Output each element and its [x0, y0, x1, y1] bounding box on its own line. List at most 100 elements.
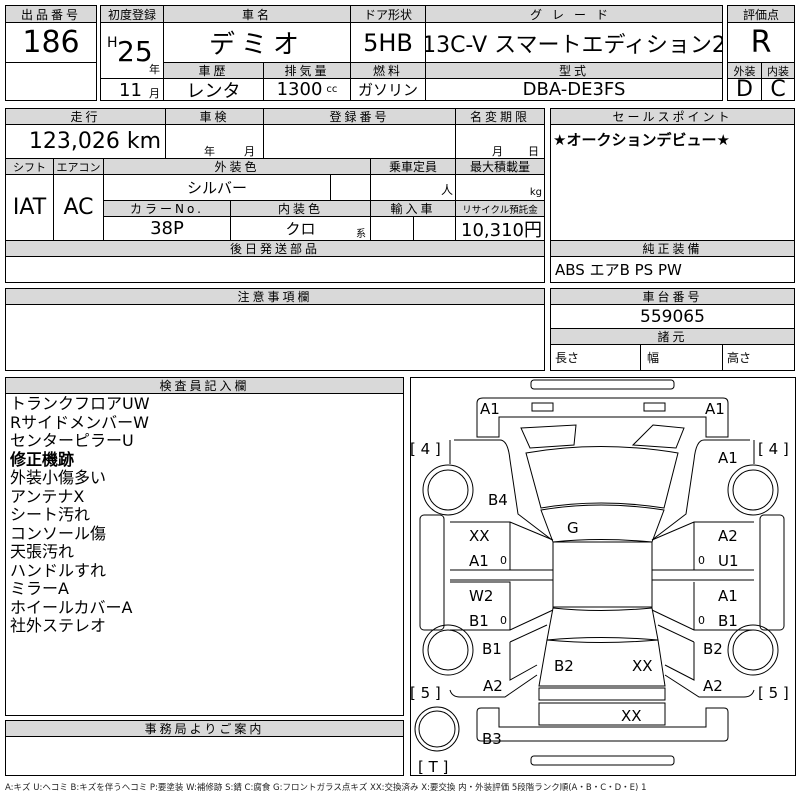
mark: 0	[500, 554, 507, 567]
reg-no	[263, 124, 456, 159]
rear-bumper	[476, 707, 729, 742]
sales-point-label: セールスポイント	[550, 108, 795, 125]
year-unit: 年	[149, 63, 160, 76]
shift: IAT	[5, 174, 54, 241]
int-score-label: 内装	[761, 62, 795, 79]
color-no-label: カラーNo.	[103, 200, 231, 217]
mark: B4	[488, 491, 508, 509]
rear-bumper-bar	[530, 755, 675, 766]
mark: 0	[698, 614, 705, 627]
mark: B2	[703, 640, 723, 658]
ac-label: エアコン	[53, 158, 104, 175]
max-load-label: 最大積載量	[455, 158, 545, 175]
ext-score: D	[727, 78, 762, 101]
lot-blank	[5, 62, 97, 101]
list-item: 天張汚れ	[10, 542, 75, 561]
front-lights	[520, 424, 685, 449]
office-label: 事務局よりご案内	[5, 720, 404, 737]
list-item: コンソール傷	[10, 523, 107, 543]
damage-diagram-frame	[410, 377, 796, 776]
height: 高さ	[722, 344, 795, 371]
mark: A1	[718, 587, 738, 605]
mark: U1	[718, 552, 739, 570]
rear-glass	[546, 607, 659, 641]
mark: B1	[469, 612, 489, 630]
mark: XX	[469, 527, 490, 545]
reg-month: 11	[119, 80, 142, 101]
mark: 0	[500, 614, 507, 627]
mark: XX	[621, 707, 642, 725]
door-type: 5HB	[350, 22, 426, 63]
mark: A2	[718, 527, 738, 545]
int-color-label: 内装色	[230, 200, 371, 217]
mark: B1	[718, 612, 738, 630]
later-parts-label: 後日発送部品	[5, 240, 545, 257]
ext-color-blank	[330, 174, 371, 201]
mark: B2	[554, 657, 574, 675]
displacement-label: 排気量	[263, 62, 351, 79]
recycle-label: リサイクル預託金	[455, 200, 545, 217]
tire-rear-left-tread: [ 5 ]	[410, 684, 441, 702]
chassis-label: 車台番号	[550, 288, 795, 305]
fuel-label: 燃料	[350, 62, 426, 79]
door-label: ドア形状	[350, 5, 426, 23]
list-item: ミラーA	[10, 579, 69, 598]
int-score: C	[761, 78, 795, 101]
mark: XX	[632, 657, 653, 675]
list-item: センターピラーU	[10, 431, 134, 450]
ac: AC	[53, 174, 104, 241]
car-name-label: 車名	[163, 5, 351, 23]
inspection: 年月	[165, 124, 264, 159]
capacity: 人	[370, 174, 456, 201]
mark: B1	[482, 640, 502, 658]
model-label: 型式	[425, 62, 723, 79]
left-doors	[450, 521, 554, 631]
right-sill	[759, 514, 785, 631]
chassis-number: 559065	[550, 304, 795, 329]
mark: A2	[483, 677, 503, 695]
mark: A2	[703, 677, 723, 695]
mark: A1	[480, 400, 500, 418]
rear-hatch	[538, 639, 666, 687]
lot-label: 出品番号	[5, 5, 97, 23]
capacity-label: 乗車定員	[370, 158, 456, 175]
tire-rear-right-tread: [ 5 ]	[758, 684, 789, 702]
history-label: 車歴	[163, 62, 264, 79]
left-sill	[419, 514, 445, 631]
later-parts	[5, 256, 545, 283]
model: DBA-DE3FS	[425, 78, 723, 101]
notes	[5, 304, 545, 371]
mileage-label: 走行	[5, 108, 166, 125]
reg-no-label: 登録番号	[263, 108, 456, 125]
score-label: 評価点	[727, 5, 795, 23]
int-color-value: クロ	[285, 220, 316, 238]
equipment-label: 純正装備	[550, 240, 795, 257]
nc-month-unit: 月	[492, 145, 503, 158]
car-name: デミオ	[163, 22, 351, 63]
int-color-unit: 系	[356, 229, 366, 240]
inspector-list: トランクフロアUW RサイドメンバーW センターピラーU 修正機跡 外装小傷多い…	[10, 394, 150, 636]
tire-icons	[414, 464, 779, 752]
spare-tire-label: [ T ]	[418, 758, 448, 775]
inspector-label: 検査員記入欄	[5, 377, 404, 394]
headlight-right	[643, 402, 666, 412]
grade: 13C-V スマートエディション2	[425, 22, 723, 63]
first-reg-label: 初度登録	[100, 5, 164, 23]
car-damage-diagram: A1 A1 A1 B4 G XX A1 0 A2 U1 0 W2 B1 0 A1…	[410, 379, 789, 775]
rear-panel	[538, 702, 666, 726]
ext-color: シルバー	[103, 174, 331, 201]
list-item: RサイドメンバーW	[10, 412, 149, 432]
list-item: シート汚れ	[10, 505, 91, 524]
rear-quarters	[449, 624, 755, 698]
front-bumper-bar	[530, 379, 675, 390]
fender-edge	[449, 440, 755, 464]
windshield	[540, 504, 665, 543]
grade-label: グレード	[425, 5, 723, 23]
tire-front-right-tread: [ 4 ]	[758, 440, 789, 458]
lot-number: 186	[5, 22, 97, 63]
nc-day-unit: 日	[528, 145, 539, 158]
tire-front-left-tread: [ 4 ]	[410, 440, 441, 458]
roof	[552, 541, 653, 608]
list-item: 修正機跡	[10, 449, 75, 469]
